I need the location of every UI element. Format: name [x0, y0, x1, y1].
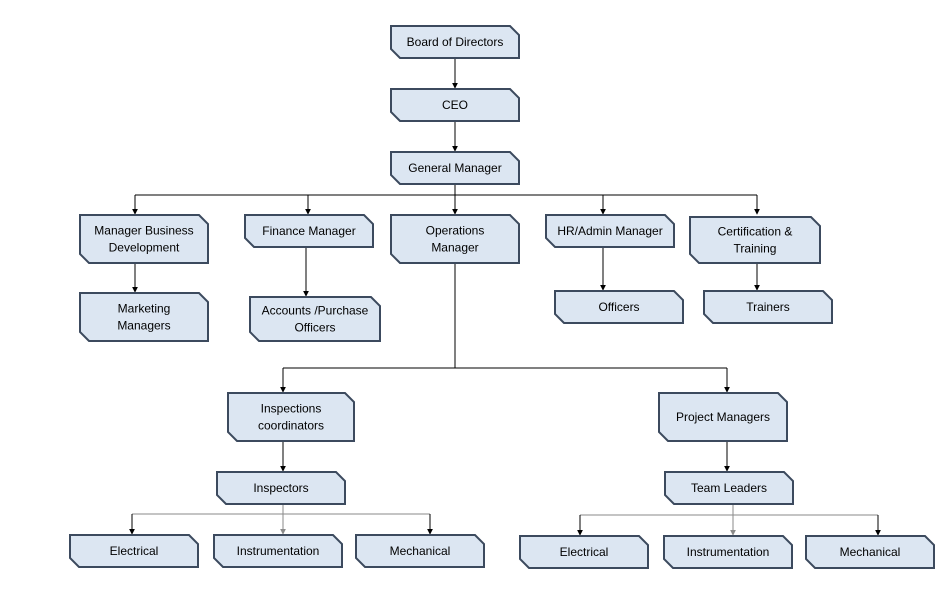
box-label: Inspections: [261, 402, 322, 416]
box-shape: [554, 290, 684, 324]
box-shape: [664, 471, 794, 505]
box-label: Manager: [431, 241, 478, 255]
box-label: Certification &: [718, 225, 793, 239]
box-label: HR/Admin Manager: [557, 224, 662, 238]
box-label: Inspectors: [253, 481, 308, 495]
box-label: Mechanical: [840, 545, 901, 559]
box-label: Trainers: [746, 300, 790, 314]
box-label: Officers: [598, 300, 639, 314]
box-shape: [805, 535, 935, 569]
box-label: Instrumentation: [237, 544, 320, 558]
box-shape: [79, 214, 209, 264]
box-shape: [689, 216, 821, 264]
box-shape: [79, 292, 209, 342]
box-label: CEO: [442, 98, 468, 112]
box-label: Board of Directors: [407, 35, 504, 49]
box-shape: [663, 535, 793, 569]
box-label: Accounts /Purchase: [262, 304, 369, 318]
box-label: Managers: [117, 319, 170, 333]
box-certification-training: Certification & Training: [689, 216, 821, 264]
box-label: Team Leaders: [691, 481, 767, 495]
box-project-managers: Project Managers: [658, 392, 788, 442]
box-shape: [390, 88, 520, 122]
box-label: Mechanical: [390, 544, 451, 558]
box-shape: [244, 214, 374, 248]
box-insp-mechanical: Mechanical: [355, 534, 485, 568]
box-shape: [390, 25, 520, 59]
box-proj-mechanical: Mechanical: [805, 535, 935, 569]
box-proj-instrumentation: Instrumentation: [663, 535, 793, 569]
box-hr-admin-manager: HR/Admin Manager: [545, 214, 675, 248]
box-label: Manager Business: [94, 224, 193, 238]
box-inspections-coordinators: Inspections coordinators: [227, 392, 355, 442]
box-label: Development: [109, 241, 180, 255]
box-shape: [69, 534, 199, 568]
box-proj-electrical: Electrical: [519, 535, 649, 569]
box-label: Instrumentation: [687, 545, 770, 559]
box-label: Operations: [426, 224, 485, 238]
box-shape: [249, 296, 381, 342]
box-shape: [390, 151, 520, 185]
box-officers: Officers: [554, 290, 684, 324]
connectors-layer: [129, 58, 881, 536]
box-label: coordinators: [258, 419, 324, 433]
box-insp-instrumentation: Instrumentation: [213, 534, 343, 568]
box-label: General Manager: [408, 161, 501, 175]
box-label: Electrical: [110, 544, 159, 558]
box-label: Training: [734, 242, 777, 256]
box-shape: [658, 392, 788, 442]
box-label: Electrical: [560, 545, 609, 559]
box-board: Board of Directors: [390, 25, 520, 59]
box-shape: [227, 392, 355, 442]
box-label: Officers: [294, 321, 335, 335]
box-shape: [216, 471, 346, 505]
box-trainers: Trainers: [703, 290, 833, 324]
box-shape: [519, 535, 649, 569]
box-label: Marketing: [118, 302, 171, 316]
box-general-manager: General Manager: [390, 151, 520, 185]
box-team-leaders: Team Leaders: [664, 471, 794, 505]
box-label: Project Managers: [676, 410, 770, 424]
box-label: Finance Manager: [262, 224, 355, 238]
box-shape: [545, 214, 675, 248]
box-shape: [703, 290, 833, 324]
box-insp-electrical: Electrical: [69, 534, 199, 568]
box-ceo: CEO: [390, 88, 520, 122]
box-inspectors: Inspectors: [216, 471, 346, 505]
box-shape: [390, 214, 520, 264]
box-shape: [213, 534, 343, 568]
box-shape: [355, 534, 485, 568]
box-finance-manager: Finance Manager: [244, 214, 374, 248]
